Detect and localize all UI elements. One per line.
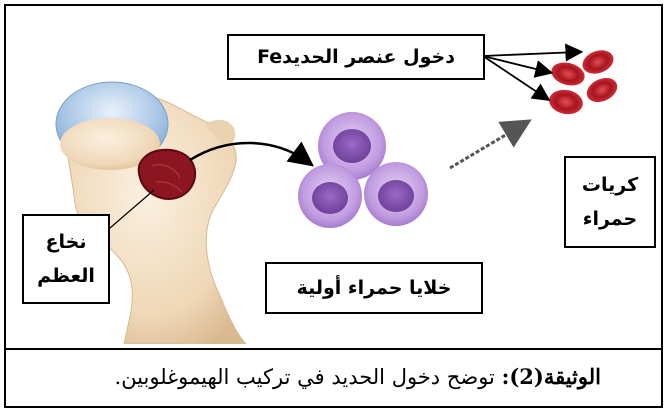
precursor-red-cells: [298, 112, 428, 228]
document-frame: دخول عنصر الحديدFe نخاع العظم خلايا حمرا…: [4, 4, 663, 408]
red-cells-text-line2: حمراء: [583, 202, 637, 236]
caption-title: الوثيقة(2):: [502, 364, 601, 389]
red-blood-cell: [549, 59, 588, 89]
precursor-nucleus: [333, 129, 371, 163]
bone-marrow-text-line2: العظم: [37, 259, 95, 293]
red-blood-cell: [547, 87, 585, 117]
red-blood-cells: [547, 46, 621, 117]
precursor-nucleus: [312, 182, 348, 214]
diagram-area: دخول عنصر الحديدFe نخاع العظم خلايا حمرا…: [6, 6, 661, 344]
red-cells-label: كريات حمراء: [564, 156, 656, 248]
iron-entry-label: دخول عنصر الحديدFe: [227, 34, 485, 80]
figure-caption: الوثيقة(2): توضح دخول الحديد في تركيب ال…: [6, 348, 661, 406]
precursor-cells-label: خلايا حمراء أولية: [265, 262, 483, 314]
iron-entry-text: دخول عنصر الحديدFe: [257, 46, 455, 68]
red-blood-cell: [583, 73, 621, 106]
precursor-cells-text: خلايا حمراء أولية: [297, 277, 452, 299]
red-cells-text-line1: كريات: [582, 168, 638, 202]
caption-body: توضح دخول الحديد في تركيب الهيموغلوبين.: [115, 365, 495, 389]
cells-to-rbc-arrow: [450, 124, 524, 168]
caption-line: الوثيقة(2): توضح دخول الحديد في تركيب ال…: [115, 364, 601, 389]
precursor-nucleus: [378, 180, 414, 212]
bone-marrow-label: نخاع العظم: [22, 214, 110, 304]
bone-marrow-text-line1: نخاع: [46, 225, 87, 259]
red-blood-cell: [579, 46, 617, 78]
